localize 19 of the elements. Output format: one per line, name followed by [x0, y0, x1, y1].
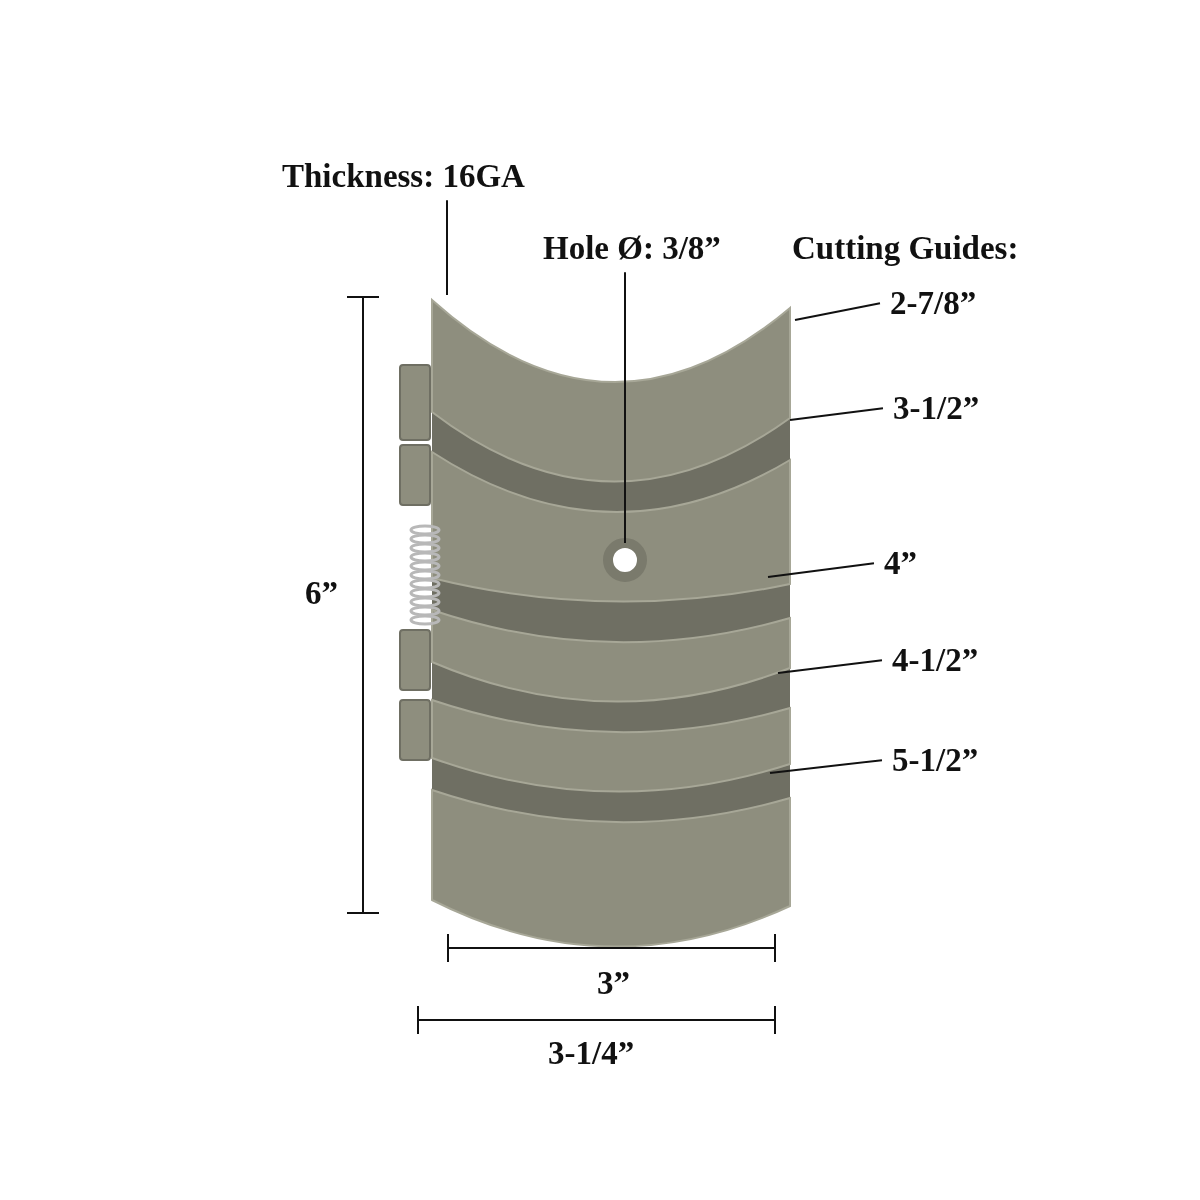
callout-label: Thickness: 16GA: [282, 158, 525, 195]
dimension-label: 3”: [597, 965, 630, 1002]
leader-line: [769, 759, 883, 774]
cutting-guide-label: 4-1/2”: [892, 642, 979, 679]
leader-line: [777, 659, 883, 674]
leader-line: [767, 562, 875, 578]
callout-label: Hole Ø: 3/8”: [543, 230, 721, 267]
leader-line: [794, 302, 881, 321]
leader-line: [789, 407, 884, 421]
cutting-guide-label: 4”: [884, 545, 917, 582]
leader-line: [446, 199, 448, 296]
cutting-guide-label: 5-1/2”: [892, 742, 979, 779]
dimension-label: 6”: [305, 575, 338, 612]
cutting-guide-label: 3-1/2”: [893, 390, 980, 427]
mounting-hole: [603, 538, 647, 582]
cutting-guide-label: 2-7/8”: [890, 285, 977, 322]
leader-line: [624, 271, 626, 544]
dimension-label: 3-1/4”: [548, 1035, 635, 1072]
heading: Cutting Guides:: [792, 230, 1019, 267]
